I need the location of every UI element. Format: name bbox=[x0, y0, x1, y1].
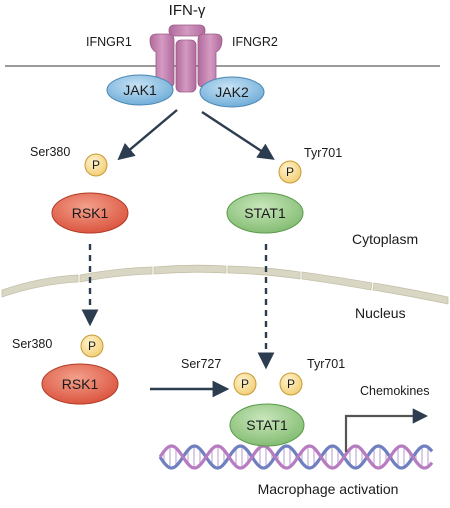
stat1-nuclear bbox=[229, 403, 305, 447]
p-label-rsk1-cyto: P bbox=[91, 158, 101, 172]
site-label-ser727: Ser727 bbox=[181, 357, 222, 371]
stat1-cytoplasmic bbox=[226, 192, 304, 234]
rsk1-nuclear bbox=[41, 363, 119, 405]
site-label-ser380-cyto: Ser380 bbox=[30, 145, 71, 159]
p-label-rsk1-nuc: P bbox=[87, 339, 97, 353]
stat1-nuc-label: STAT1 bbox=[246, 417, 288, 433]
phospho-rsk1-cyto bbox=[84, 153, 108, 177]
cytoplasm-label: Cytoplasm bbox=[352, 231, 419, 247]
stat1-cyto-label: STAT1 bbox=[244, 205, 286, 221]
site-label-ser380-nuc: Ser380 bbox=[12, 337, 53, 351]
nuclear-envelope bbox=[1, 264, 449, 305]
arrow-jak-to-rsk1 bbox=[117, 109, 178, 161]
phospho-stat1-cyto bbox=[278, 160, 302, 184]
ifngr1-label: IFNGR1 bbox=[86, 35, 132, 49]
phospho-stat1-ser727 bbox=[233, 372, 257, 396]
phospho-rsk1-nuclear bbox=[80, 334, 104, 358]
transcription-arrow bbox=[344, 408, 429, 452]
p-label-tyr701: P bbox=[286, 377, 296, 391]
nucleus-label: Nucleus bbox=[355, 305, 406, 321]
ifngr2-label: IFNGR2 bbox=[232, 35, 278, 49]
dna-helix bbox=[158, 444, 434, 470]
jak2-label: JAK2 bbox=[215, 84, 249, 100]
phospho-stat1-tyr701 bbox=[279, 372, 303, 396]
ifngr-receptor-complex bbox=[149, 24, 223, 93]
jak2-kinase bbox=[199, 76, 265, 108]
jak1-kinase bbox=[106, 74, 174, 106]
arrow-jak-to-stat1 bbox=[201, 110, 275, 160]
rsk1-nuc-label: RSK1 bbox=[61, 376, 99, 392]
chemokines-label: Chemokines bbox=[360, 384, 430, 398]
rsk1-cytoplasmic bbox=[51, 192, 129, 234]
macrophage-activation-label: Macrophage activation bbox=[257, 481, 399, 497]
ligand-label: IFN-γ bbox=[168, 2, 206, 19]
site-label-tyr701-cyto: Tyr701 bbox=[304, 146, 343, 160]
p-label-ser727: P bbox=[240, 377, 250, 391]
rsk1-cyto-label: RSK1 bbox=[71, 205, 109, 221]
p-label-stat1-cyto: P bbox=[285, 165, 295, 179]
jak1-label: JAK1 bbox=[123, 82, 157, 98]
site-label-tyr701-nuc: Tyr701 bbox=[307, 357, 346, 371]
